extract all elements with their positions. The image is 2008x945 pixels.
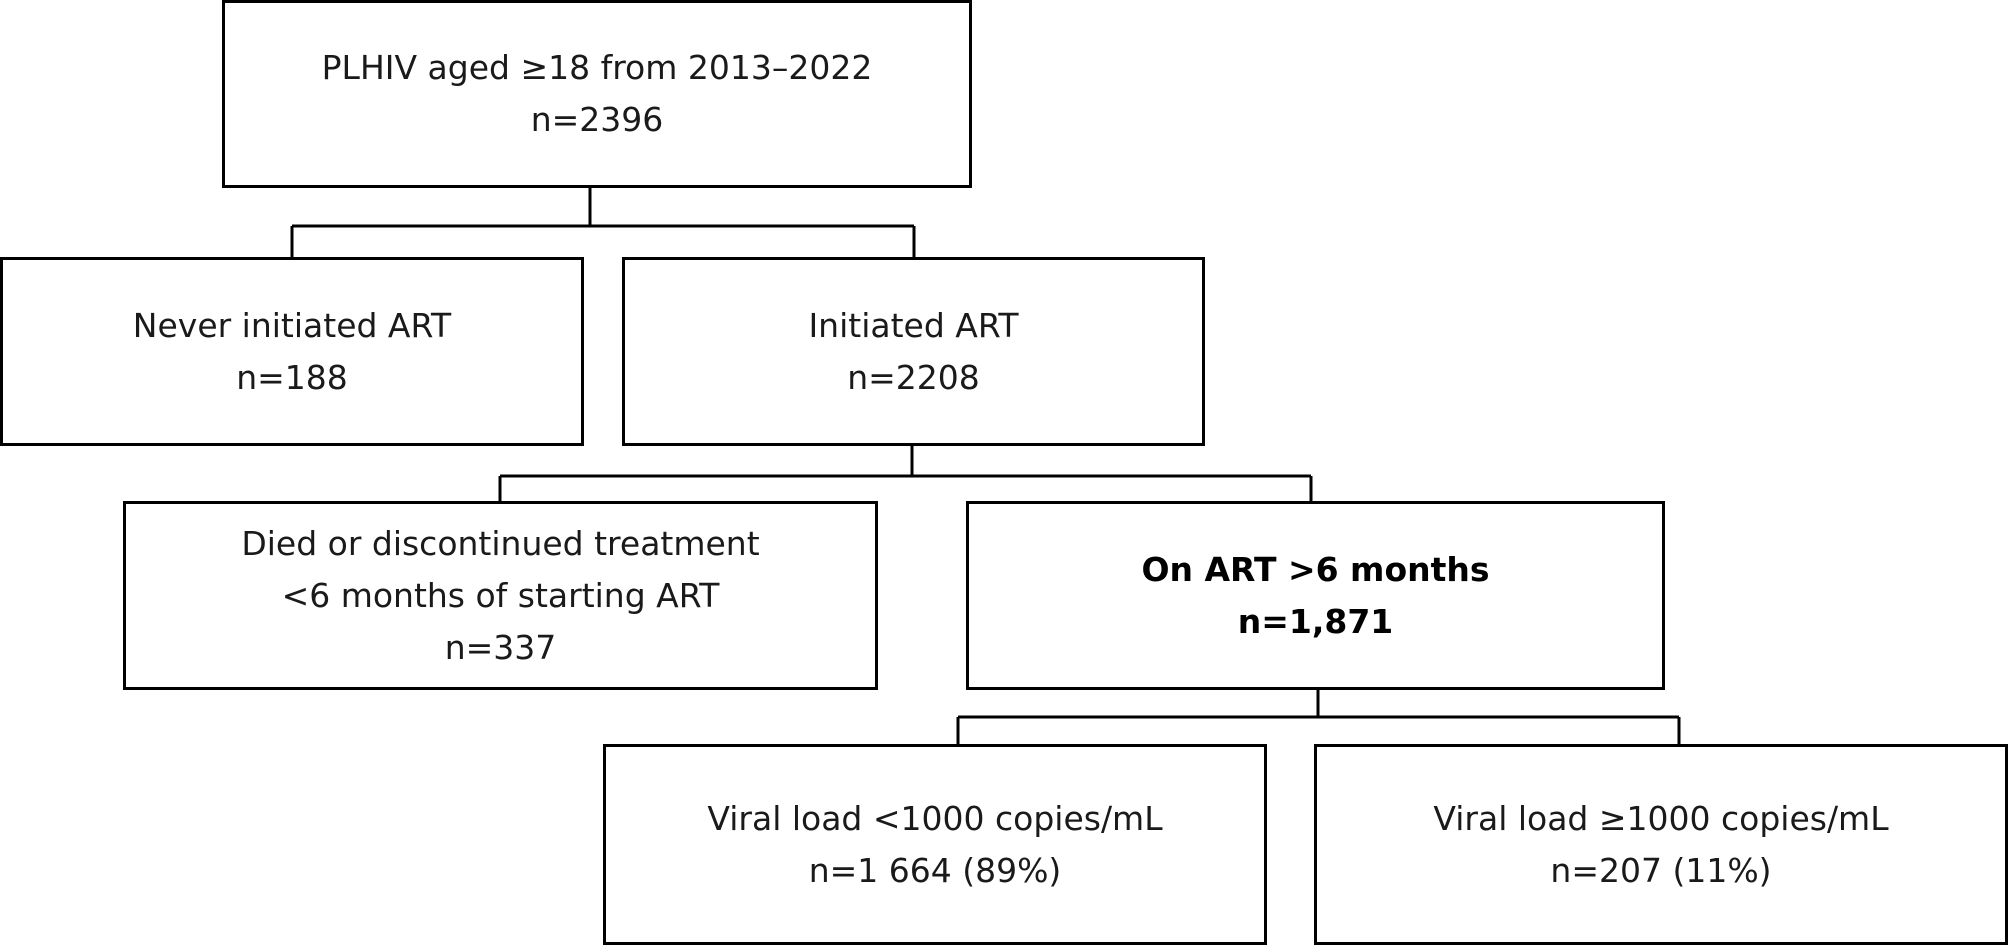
node-vl-low-line-1: Viral load <1000 copies/mL <box>707 798 1163 838</box>
node-never-initiated: Never initiated ART n=188 <box>0 257 584 446</box>
node-died-discontinued-line-2: <6 months of starting ART <box>281 575 720 615</box>
node-on-art-line-1: On ART >6 months <box>1141 549 1490 589</box>
node-initiated-line-2: n=2208 <box>847 357 980 397</box>
node-initiated: Initiated ART n=2208 <box>622 257 1205 446</box>
node-vl-low: Viral load <1000 copies/mL n=1 664 (89%) <box>603 744 1267 945</box>
node-root-line-2: n=2396 <box>530 100 664 139</box>
node-on-art-line-2: n=1,871 <box>1237 601 1394 641</box>
node-died-discontinued-line-3: n=337 <box>444 627 557 667</box>
node-vl-high-line-1: Viral load ≥1000 copies/mL <box>1433 798 1889 838</box>
node-vl-high-line-2: n=207 (11%) <box>1550 850 1772 890</box>
node-root-line-1: PLHIV aged ≥18 from 2013–2022 <box>321 48 873 87</box>
node-died-discontinued: Died or discontinued treatment <6 months… <box>123 501 878 690</box>
node-never-initiated-line-1: Never initiated ART <box>132 305 452 345</box>
node-died-discontinued-line-1: Died or discontinued treatment <box>241 523 760 563</box>
node-on-art: On ART >6 months n=1,871 <box>966 501 1665 690</box>
node-initiated-line-1: Initiated ART <box>808 305 1019 345</box>
node-vl-low-line-2: n=1 664 (89%) <box>808 850 1062 890</box>
node-never-initiated-line-2: n=188 <box>236 357 348 397</box>
node-root: PLHIV aged ≥18 from 2013–2022 n=2396 <box>222 0 972 188</box>
node-vl-high: Viral load ≥1000 copies/mL n=207 (11%) <box>1314 744 2008 945</box>
